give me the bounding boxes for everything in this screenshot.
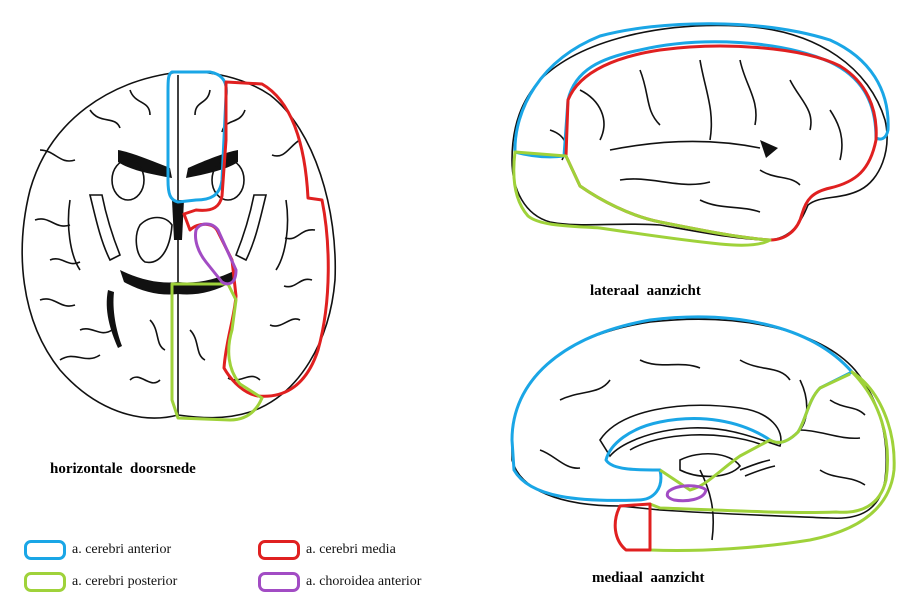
legend-item-choroidea: a. choroidea anterior bbox=[258, 572, 421, 592]
corpus-callosum-inner bbox=[630, 435, 760, 450]
medial-thalamus bbox=[680, 454, 740, 477]
horizontal-anterior-territory bbox=[168, 72, 226, 202]
medial-media-territory bbox=[615, 504, 650, 550]
horizontal-posterior-territory bbox=[172, 284, 262, 420]
lentiform-right bbox=[236, 195, 266, 260]
legend-item-posterior: a. cerebri posterior bbox=[24, 572, 177, 592]
medial-posterior-territory bbox=[650, 372, 894, 551]
legend-swatch-media bbox=[258, 540, 300, 560]
horizontal-section bbox=[22, 72, 335, 418]
horizontal-territories bbox=[168, 72, 328, 420]
insula-left bbox=[68, 200, 80, 270]
medial-anterior-territory bbox=[512, 317, 852, 500]
gyri-occipital bbox=[130, 320, 205, 383]
medial-gyri bbox=[540, 360, 865, 485]
legend-swatch-choroidea bbox=[258, 572, 300, 592]
posterior-horn-left-tail bbox=[107, 290, 122, 348]
lateral-caption: lateraal aanzicht bbox=[590, 283, 701, 299]
thalamus-left bbox=[136, 218, 172, 263]
legend-item-media: a. cerebri media bbox=[258, 540, 396, 560]
third-ventricle bbox=[172, 200, 184, 240]
lateral-sylvian-fissure bbox=[610, 141, 760, 150]
medial-calcarine bbox=[800, 430, 860, 438]
legend-label-anterior: a. cerebri anterior bbox=[72, 542, 171, 558]
medial-territories bbox=[512, 317, 894, 551]
medial-cerebellum-mark bbox=[740, 460, 775, 476]
lateral-gyri bbox=[550, 60, 842, 212]
legend-swatch-posterior bbox=[24, 572, 66, 592]
lentiform-left bbox=[90, 195, 120, 260]
gyri-left bbox=[35, 90, 150, 360]
legend-item-anterior: a. cerebri anterior bbox=[24, 540, 171, 560]
lateral-insula-mark bbox=[760, 140, 778, 158]
lateral-anterior-territory bbox=[515, 24, 888, 157]
medial-caption: mediaal aanzicht bbox=[592, 570, 705, 586]
legend-label-posterior: a. cerebri posterior bbox=[72, 574, 177, 590]
horizontal-caption: horizontale doorsnede bbox=[50, 461, 196, 477]
insula-right bbox=[276, 200, 288, 270]
legend-swatch-anterior bbox=[24, 540, 66, 560]
lateral-ventricle-left bbox=[118, 150, 172, 178]
lateral-posterior-territory bbox=[514, 152, 770, 245]
lateral-central-sulcus bbox=[700, 60, 711, 140]
legend-label-media: a. cerebri media bbox=[306, 542, 396, 558]
legend-label-choroidea: a. choroidea anterior bbox=[306, 574, 421, 590]
horizontal-media-territory bbox=[184, 82, 328, 396]
